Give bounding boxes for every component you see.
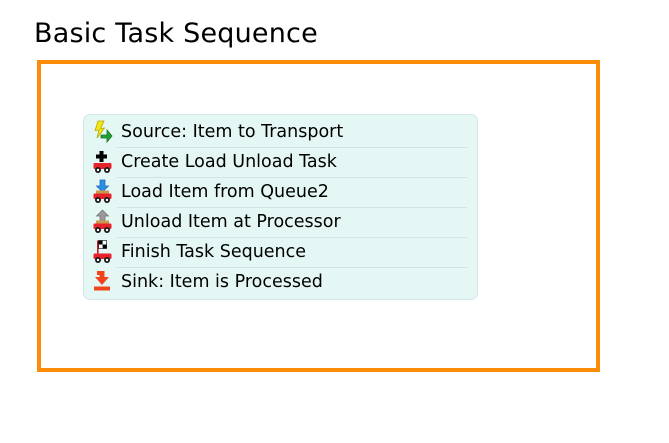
create-task-cart-plus-icon — [90, 149, 117, 175]
sink-down-arrow-bar-icon — [90, 269, 117, 295]
content-frame: Source: Item to Transport Create Load Un… — [37, 60, 600, 372]
list-item-label: Load Item from Queue2 — [121, 182, 329, 202]
finish-cart-checkered-flag-icon — [90, 239, 117, 265]
list-item[interactable]: Load Item from Queue2 — [84, 177, 477, 207]
list-item-label: Sink: Item is Processed — [121, 272, 323, 292]
list-item[interactable]: Sink: Item is Processed — [84, 267, 477, 297]
list-item[interactable]: Create Load Unload Task — [84, 147, 477, 177]
load-cart-down-arrow-icon — [90, 179, 117, 205]
source-lightning-arrow-icon — [90, 119, 117, 145]
list-item-label: Finish Task Sequence — [121, 242, 307, 262]
page-title: Basic Task Sequence — [34, 18, 318, 49]
list-item[interactable]: Finish Task Sequence — [84, 237, 477, 267]
unload-cart-up-arrow-icon — [90, 209, 117, 235]
list-item[interactable]: Source: Item to Transport — [84, 117, 477, 147]
list-item-label: Unload Item at Processor — [121, 212, 341, 232]
list-item[interactable]: Unload Item at Processor — [84, 207, 477, 237]
task-sequence-panel: Source: Item to Transport Create Load Un… — [83, 114, 478, 300]
list-item-label: Source: Item to Transport — [121, 122, 344, 142]
list-item-label: Create Load Unload Task — [121, 152, 337, 172]
